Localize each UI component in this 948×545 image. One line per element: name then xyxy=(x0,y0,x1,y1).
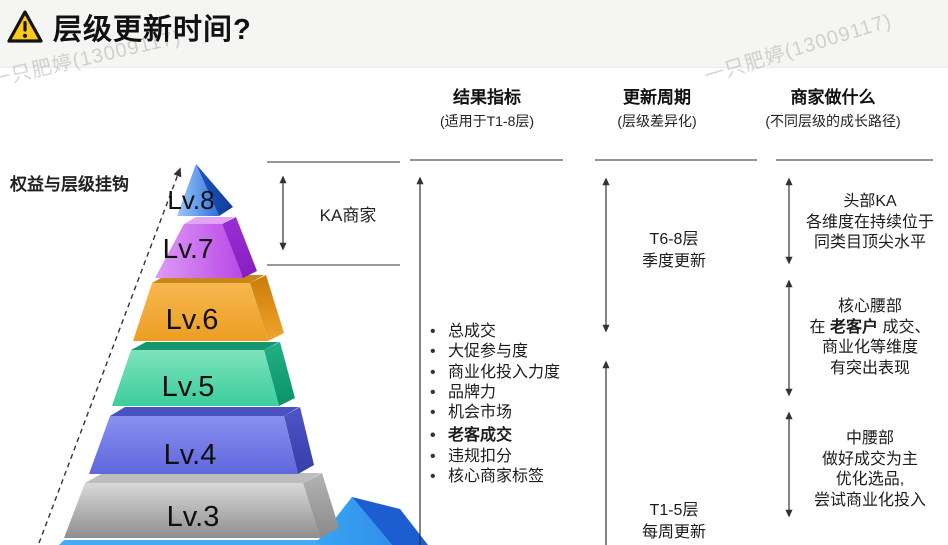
actions-block-top-ka: 头部KA 各维度在持续位于 同类目顶尖水平 xyxy=(775,192,948,254)
actions-line: 尝试商业化投入 xyxy=(813,491,926,509)
cycle-block-t6-8: T6-8层 季度更新 xyxy=(614,229,734,273)
column-subtitle-metrics: (适用于T1-8层) xyxy=(439,113,535,129)
actions-line: 头部KA xyxy=(843,193,897,210)
metrics-item: 机会市场 xyxy=(424,403,574,424)
actions-line: 优化选品, xyxy=(835,471,905,488)
cycle-frequency-label: 每周更新 xyxy=(641,524,706,541)
actions-line: 同类目顶尖水平 xyxy=(813,234,926,251)
cycle-range-label: T6-8层 xyxy=(649,231,699,248)
cycle-block-t1-5: T1-5层 每周更新 xyxy=(614,500,734,544)
cycle-range-label: T1-5层 xyxy=(649,502,699,519)
metrics-item: 商业化投入力度 xyxy=(424,363,574,384)
column-subtitle-cycle: (层级差异化) xyxy=(617,113,697,129)
actions-block-core-waist: 核心腰部 在 老客户 成交、 商业化等维度 有突出表现 xyxy=(775,297,948,379)
growth-dashed-arrow xyxy=(38,167,182,544)
actions-line: 核心腰部 xyxy=(837,298,902,315)
metrics-item: 违规扣分 xyxy=(424,447,574,468)
ka-merchant-label: KA商家 xyxy=(319,206,377,225)
actions-line: 有突出表现 xyxy=(829,359,910,377)
pyramid-label-lv3: Lv.3 xyxy=(166,501,220,533)
column-header-metrics: 结果指标 xyxy=(453,88,521,107)
actions-line: 中腰部 xyxy=(845,430,894,447)
column-header-actions: 商家做什么 xyxy=(790,88,876,107)
metrics-item: 大促参与度 xyxy=(424,342,574,363)
metrics-item: 核心商家标签 xyxy=(424,467,574,488)
actions-line: 商业化等维度 xyxy=(821,339,918,356)
pyramid-label-lv8: Lv.8 xyxy=(167,185,215,215)
actions-block-mid-waist: 中腰部 做好成交为主 优化选品, 尝试商业化投入 xyxy=(775,429,948,511)
metrics-item: 品牌力 xyxy=(424,383,574,404)
pyramid-label-lv4: Lv.4 xyxy=(163,439,217,471)
column-header-cycle: 更新周期 xyxy=(623,88,691,107)
metrics-item: 总成交 xyxy=(424,322,574,343)
page-title: 层级更新时间? xyxy=(53,14,252,46)
page-title-row: 层级更新时间? xyxy=(6,6,252,48)
warning-icon xyxy=(7,10,43,43)
actions-line: 做好成交为主 xyxy=(821,450,918,468)
pyramid-label-lv6: Lv.6 xyxy=(165,304,219,336)
title-band xyxy=(0,0,948,68)
cycle-frequency-label: 季度更新 xyxy=(641,253,706,270)
pyramid-label-lv5: Lv.5 xyxy=(161,371,215,403)
metrics-item-highlight: 老客成交 xyxy=(424,426,574,447)
actions-line: 各维度在持续位于 xyxy=(805,213,934,231)
column-subtitle-actions: (不同层级的成长路径) xyxy=(765,113,901,129)
actions-line: 在 老客户 成交、 xyxy=(809,318,931,336)
pyramid-label-lv7: Lv.7 xyxy=(162,233,214,264)
left-note: 权益与层级挂钩 xyxy=(10,175,129,194)
metrics-list: 总成交 大促参与度 商业化投入力度 品牌力 机会市场 老客成交 违规扣分 核心商… xyxy=(424,322,574,488)
pyramid-level-2-partial xyxy=(59,497,428,545)
